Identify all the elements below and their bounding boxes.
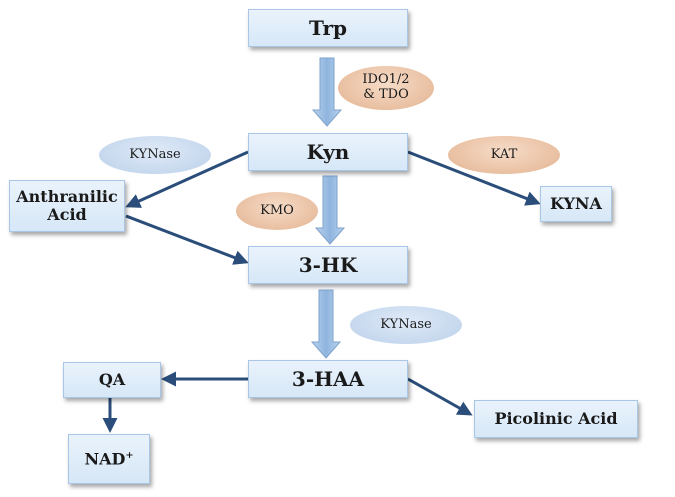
enzyme-kynase-top: KYNase: [99, 136, 211, 174]
node-3haa-label: 3-HAA: [291, 366, 365, 391]
enzyme-kynase-bottom: KYNase: [350, 306, 462, 344]
node-kyn-label: Kyn: [306, 139, 350, 164]
node-anthranilic-acid: Anthranilic Acid: [9, 180, 125, 232]
node-trp-label: Trp: [309, 15, 347, 40]
enzyme-kynase-top-label: KYNase: [129, 146, 181, 162]
node-3hk-label: 3-HK: [298, 252, 358, 277]
block-arrow-kyn-to-3hk: [314, 175, 346, 245]
node-nad-label: NAD+: [84, 448, 134, 469]
enzyme-kat-label: KAT: [490, 146, 518, 162]
node-anthranilic-acid-label-line2: Acid: [47, 205, 87, 224]
enzyme-kat: KAT: [448, 136, 560, 174]
node-nad: NAD+: [68, 434, 150, 484]
node-kyn: Kyn: [248, 133, 408, 171]
arrow-kyn-to-kyna: [407, 150, 541, 206]
arrow-3haa-to-picolinic-acid: [407, 377, 473, 416]
enzyme-kmo-label: KMO: [260, 202, 294, 218]
node-3hk: 3-HK: [248, 246, 408, 284]
node-qa: QA: [63, 362, 161, 398]
node-anthranilic-acid-label-line1: Anthranilic: [16, 186, 118, 206]
node-trp: Trp: [248, 9, 408, 47]
node-kyna-label: KYNA: [550, 193, 602, 213]
arrow-anthranilic-acid-to-3hk: [125, 214, 249, 265]
enzyme-kynase-bottom-label: KYNase: [380, 316, 432, 332]
node-3haa: 3-HAA: [248, 360, 408, 398]
node-kyna: KYNA: [540, 186, 612, 222]
enzyme-ido-tdo-line1: IDO1/2: [362, 72, 410, 88]
node-picolinic-acid-label: Picolinic Acid: [494, 408, 618, 428]
enzyme-ido-tdo: IDO1/2 & TDO: [338, 66, 434, 110]
node-nad-superscript: +: [125, 449, 134, 461]
enzyme-kmo: KMO: [236, 192, 318, 230]
block-arrow-3hk-to-3haa: [310, 289, 342, 359]
block-arrow-trp-to-kyn: [311, 57, 343, 127]
node-nad-text: NAD: [84, 448, 126, 468]
node-picolinic-acid: Picolinic Acid: [474, 400, 638, 438]
node-qa-label: QA: [98, 369, 126, 389]
enzyme-ido-tdo-line2: & TDO: [363, 87, 409, 102]
arrow-kyn-to-anthranilic-acid: [125, 150, 249, 208]
